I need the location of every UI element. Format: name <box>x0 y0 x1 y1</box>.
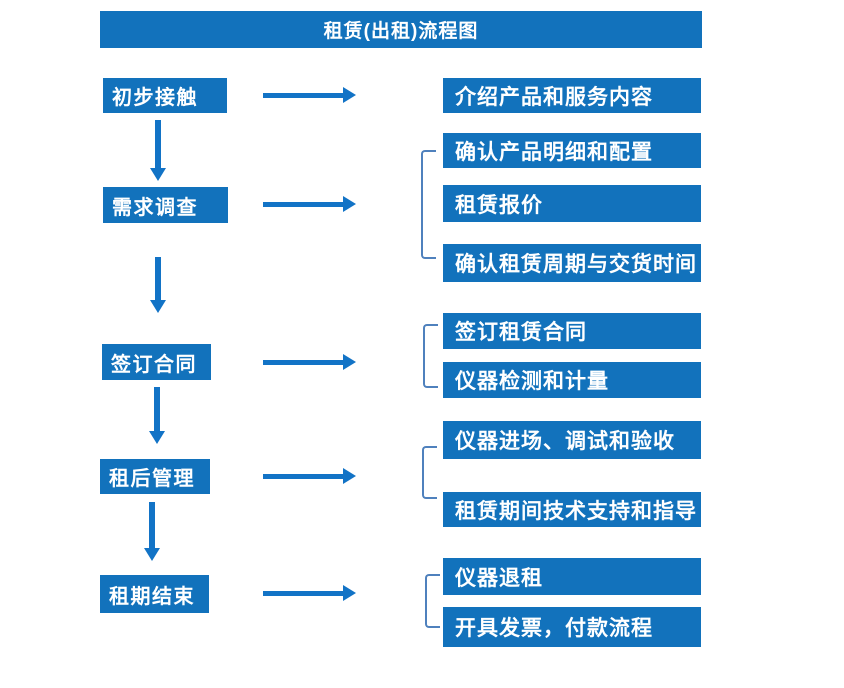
arrow-head <box>149 431 165 444</box>
arrow-head <box>343 354 356 370</box>
detail-box-confirm-rental-period: 确认租赁周期与交货时间 <box>443 244 701 282</box>
group-bracket-sign-contract <box>423 324 438 388</box>
group-bracket-rental-end <box>425 574 440 628</box>
arrow-right-icon-2 <box>263 196 356 212</box>
stage-box-post-rental-management: 租后管理 <box>100 459 210 494</box>
page-title: 租赁(出租)流程图 <box>100 11 702 48</box>
detail-box-instrument-return: 仪器退租 <box>443 558 701 595</box>
stage-box-rental-end: 租期结束 <box>100 575 209 613</box>
arrow-shaft <box>263 359 343 365</box>
stage-box-sign-contract: 签订合同 <box>102 344 211 380</box>
arrow-head <box>150 168 166 181</box>
stage-box-needs-survey: 需求调查 <box>103 187 228 223</box>
arrow-down-icon-1 <box>150 120 166 181</box>
arrow-head <box>343 585 356 601</box>
arrow-down-icon-2 <box>150 257 166 313</box>
arrow-right-icon-3 <box>263 354 356 370</box>
arrow-shaft <box>263 590 343 596</box>
arrow-shaft <box>263 92 343 98</box>
arrow-down-icon-3 <box>149 387 165 444</box>
detail-box-technical-support: 租赁期间技术支持和指导 <box>443 492 701 527</box>
detail-box-instrument-setup-acceptance: 仪器进场、调试和验收 <box>443 421 701 459</box>
arrow-right-icon-5 <box>263 585 356 601</box>
arrow-head <box>343 196 356 212</box>
arrow-shaft <box>149 502 155 548</box>
arrow-shaft <box>263 473 343 479</box>
detail-box-sign-rental-contract: 签订租赁合同 <box>443 313 701 349</box>
detail-box-rental-quotation: 租赁报价 <box>443 185 701 222</box>
arrow-head <box>150 300 166 313</box>
detail-box-instrument-inspection: 仪器检测和计量 <box>443 362 701 398</box>
detail-box-confirm-product-details: 确认产品明细和配置 <box>443 133 701 168</box>
arrow-head <box>343 468 356 484</box>
detail-box-invoice-payment: 开具发票，付款流程 <box>443 607 701 647</box>
group-bracket-post-rental <box>422 446 437 499</box>
arrow-right-icon-1 <box>263 87 356 103</box>
detail-box-introduce-products: 介绍产品和服务内容 <box>443 78 701 113</box>
arrow-shaft <box>155 120 161 168</box>
arrow-down-icon-4 <box>144 502 160 561</box>
arrow-shaft <box>155 257 161 300</box>
stage-box-initial-contact: 初步接触 <box>103 78 227 113</box>
group-bracket-needs-survey <box>421 150 436 259</box>
arrow-head <box>144 548 160 561</box>
arrow-head <box>343 87 356 103</box>
arrow-right-icon-4 <box>263 468 356 484</box>
arrow-shaft <box>154 387 160 431</box>
arrow-shaft <box>263 201 343 207</box>
